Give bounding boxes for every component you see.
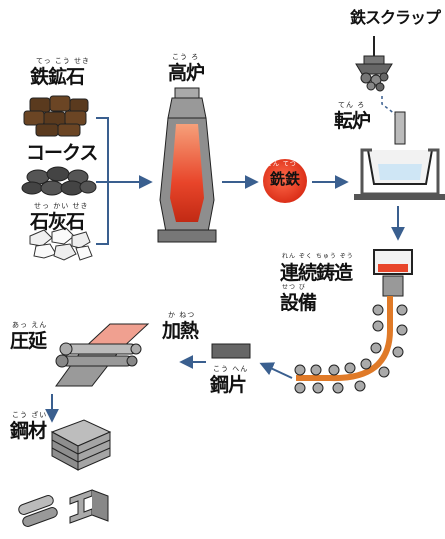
iron-ore-label: 鉄鉱石 — [30, 66, 85, 88]
continuous-casting-label: 連続鋳造 — [280, 262, 353, 284]
arrow-to-billet — [259, 362, 293, 379]
steel-ruby: こう ざい — [12, 411, 48, 419]
blast-furnace-icon — [157, 87, 217, 243]
steel-label: 鋼材 — [10, 420, 47, 442]
iron-ore-ruby: てっ こう せき — [36, 57, 91, 65]
converter-icon — [354, 111, 445, 200]
limestone-ruby: せっ かい せき — [34, 202, 89, 210]
billet-label: 鋼片 — [210, 374, 247, 396]
steel-products-icon — [18, 419, 112, 527]
pig-iron-ruby: せん てつ — [266, 161, 297, 168]
converter-label: 転炉 — [334, 110, 371, 132]
casting-ruby: れん ぞく ちゅう ぞう — [282, 253, 354, 260]
pig-iron-icon — [263, 159, 307, 203]
blast-furnace-ruby: こう ろ — [172, 53, 200, 61]
rolling-ruby: あっ えん — [12, 321, 48, 329]
continuous-casting-icon — [294, 249, 413, 394]
pig-iron-label: 銑鉄 — [269, 170, 300, 188]
coke-icon — [21, 166, 97, 196]
heating-ruby: か ねつ — [168, 311, 196, 319]
billet-ruby: こう へん — [213, 365, 249, 373]
blast-furnace-label: 高炉 — [168, 62, 205, 84]
raw-material-bracket — [96, 117, 153, 245]
scrap-label: 鉄スクラップ — [350, 8, 441, 27]
rolling-mill-icon — [55, 323, 150, 387]
scrap-crane-icon — [355, 36, 393, 92]
heating-label: 加熱 — [162, 320, 199, 342]
converter-ruby: てん ろ — [338, 101, 366, 109]
casting-equipment-label: 設備 — [280, 292, 317, 314]
rolling-label: 圧延 — [10, 330, 47, 352]
coke-label: コークス — [26, 142, 98, 164]
casting-equipment-ruby: せつ び — [282, 284, 306, 291]
limestone-icon — [29, 227, 93, 261]
limestone-label: 石灰石 — [30, 211, 85, 233]
iron-ore-icon — [23, 95, 89, 137]
billet-icon — [211, 343, 251, 359]
